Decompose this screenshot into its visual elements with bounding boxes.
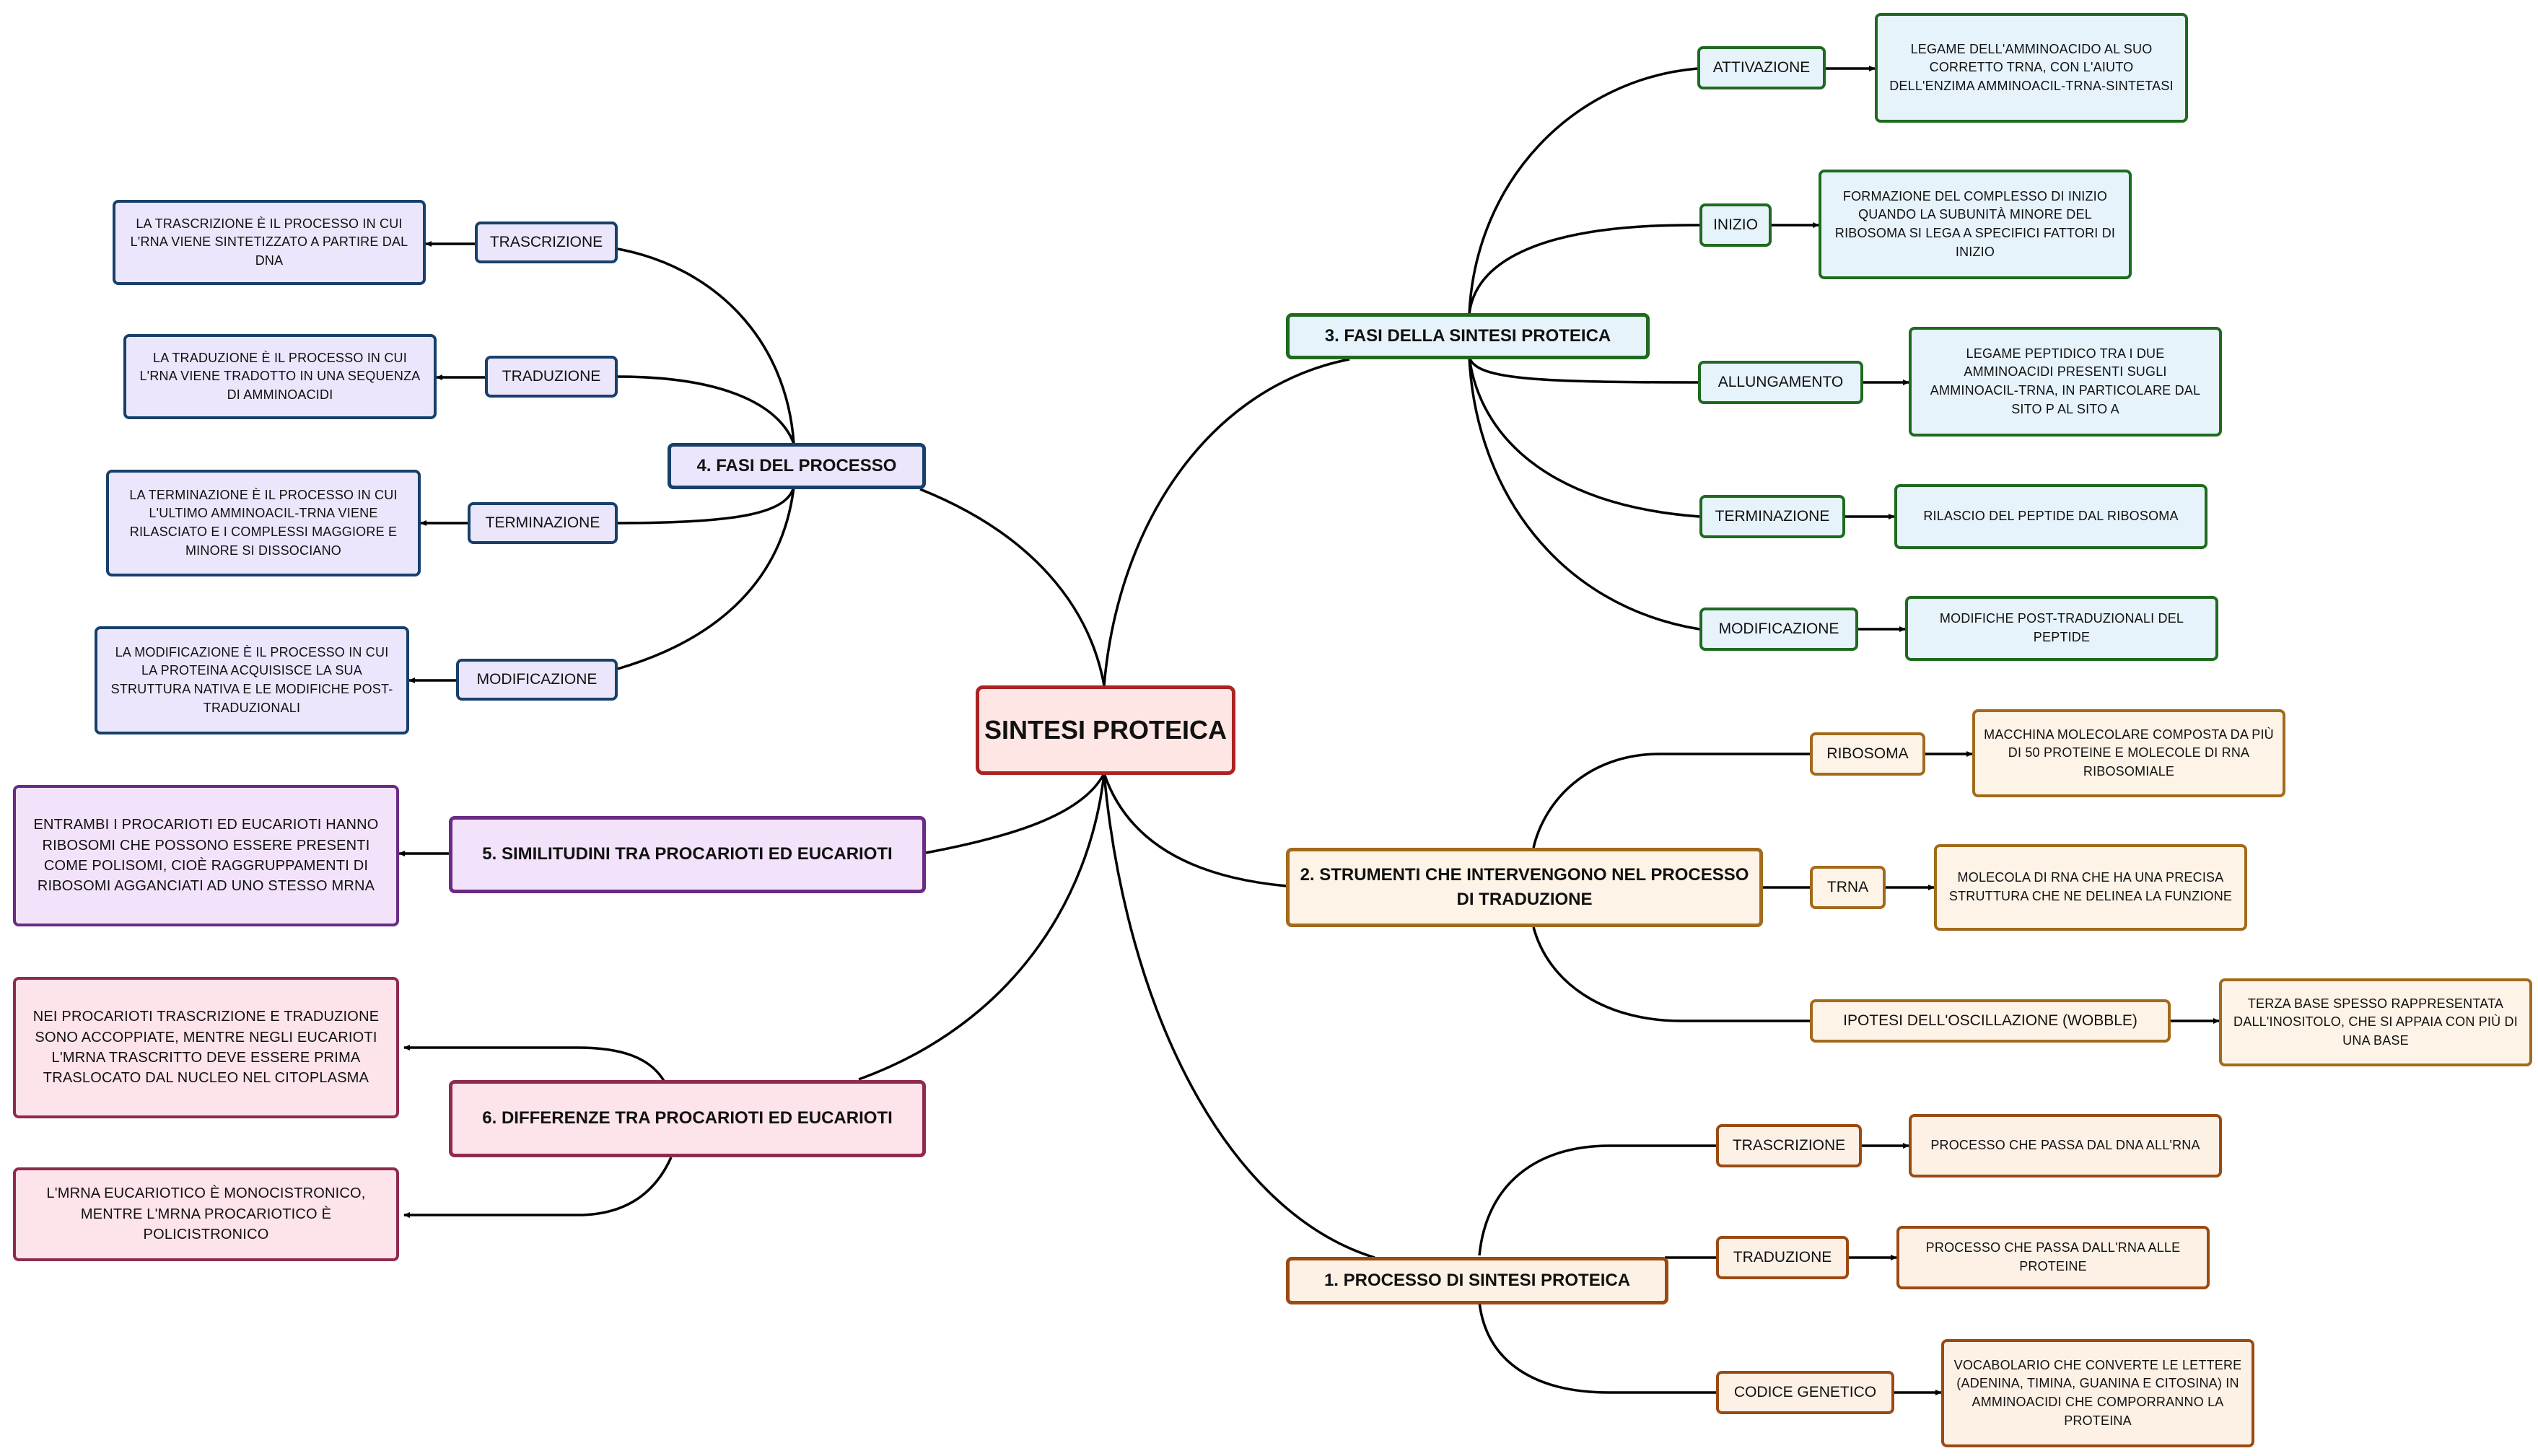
edge-center-fasi-sintesi (1103, 358, 1350, 686)
edge-st-ribosoma (1532, 753, 1810, 848)
fasi-processo-detail-terminazione[interactable]: LA TERMINAZIONE È IL PROCESSO IN CUI L'U… (106, 470, 421, 576)
fasi-sintesi-item-allungamento[interactable]: ALLUNGAMENTO (1698, 361, 1863, 404)
branch-fasi-sintesi[interactable]: 3. FASI DELLA SINTESI PROTEICA (1286, 313, 1650, 359)
branch-strumenti[interactable]: 2. STRUMENTI CHE INTERVENGONO NEL PROCES… (1286, 848, 1763, 927)
edge-center-similitudini (925, 773, 1106, 854)
fasi-sintesi-detail-terminazione[interactable]: RILASCIO DEL PEPTIDE DAL RIBOSOMA (1894, 484, 2207, 549)
strumenti-item-trna[interactable]: TRNA (1810, 866, 1886, 909)
edge-fs-allungamento (1468, 356, 1699, 384)
similitudini-detail[interactable]: ENTRAMBI I PROCARIOTI ED EUCARIOTI HANNO… (13, 785, 399, 926)
edge-center-processo (1103, 773, 1375, 1259)
branch-fasi-processo[interactable]: 4. FASI DEL PROCESSO (668, 443, 926, 489)
fasi-sintesi-detail-inizio[interactable]: FORMAZIONE DEL COMPLESSO DI INIZIO QUAND… (1819, 170, 2132, 279)
fasi-processo-detail-trascrizione[interactable]: LA TRASCRIZIONE È IL PROCESSO IN CUI L'R… (113, 200, 426, 285)
edge-fp-terminazione (617, 486, 795, 525)
edge-pr-trascrizione (1478, 1144, 1716, 1256)
fasi-processo-item-traduzione[interactable]: TRADUZIONE (485, 356, 618, 398)
branch-processo[interactable]: 1. PROCESSO DI SINTESI PROTEICA (1286, 1257, 1668, 1304)
processo-item-codice-genetico[interactable]: CODICE GENETICO (1716, 1371, 1894, 1414)
strumenti-detail-ribosoma[interactable]: MACCHINA MOLECOLARE COMPOSTA DA PIÙ DI 5… (1972, 709, 2285, 797)
fasi-processo-item-trascrizione[interactable]: TRASCRIZIONE (475, 222, 618, 263)
edge-fs-terminazione (1468, 356, 1700, 518)
strumenti-item-wobble[interactable]: IPOTESI DELL'OSCILLAZIONE (WOBBLE) (1810, 999, 2171, 1043)
differenze-detail-accoppiamento[interactable]: NEI PROCARIOTI TRASCRIZIONE E TRADUZIONE… (13, 977, 399, 1118)
strumenti-detail-wobble[interactable]: TERZA BASE SPESSO RAPPRESENTATA DALL'INO… (2219, 978, 2532, 1066)
processo-detail-codice-genetico[interactable]: VOCABOLARIO CHE CONVERTE LE LETTERE (ADE… (1941, 1339, 2254, 1447)
edge-fp-trascrizione (617, 247, 795, 444)
edge-diff-1 (403, 1045, 665, 1082)
fasi-sintesi-item-terminazione[interactable]: TERMINAZIONE (1699, 495, 1845, 538)
differenze-detail-cistronico[interactable]: L'MRNA EUCARIOTICO È MONOCISTRONICO, MEN… (13, 1167, 399, 1261)
processo-detail-trascrizione[interactable]: PROCESSO CHE PASSA DAL DNA ALL'RNA (1909, 1114, 2222, 1177)
fasi-sintesi-item-attivazione[interactable]: ATTIVAZIONE (1697, 46, 1826, 89)
edge-st-wobble (1532, 926, 1810, 1022)
edge-fs-attivazione (1468, 67, 1698, 315)
fasi-sintesi-detail-allungamento[interactable]: LEGAME PEPTIDICO TRA I DUE AMMINOACIDI P… (1909, 327, 2222, 437)
central-topic[interactable]: SINTESI PROTEICA (976, 685, 1235, 775)
edge-fp-traduzione (617, 375, 795, 444)
fasi-sintesi-detail-attivazione[interactable]: LEGAME DELL'AMMINOACIDO AL SUO CORRETTO … (1875, 13, 2188, 123)
fasi-processo-detail-modificazione[interactable]: LA MODIFICAZIONE È IL PROCESSO IN CUI LA… (95, 626, 409, 734)
processo-item-trascrizione[interactable]: TRASCRIZIONE (1716, 1124, 1862, 1167)
branch-differenze[interactable]: 6. DIFFERENZE TRA PROCARIOTI ED EUCARIOT… (449, 1080, 926, 1157)
strumenti-detail-trna[interactable]: MOLECOLA DI RNA CHE HA UNA PRECISA STRUT… (1934, 844, 2247, 931)
edge-diff-2 (403, 1157, 673, 1218)
edge-center-differenze (858, 773, 1106, 1081)
fasi-sintesi-item-inizio[interactable]: INIZIO (1699, 203, 1772, 247)
fasi-processo-item-terminazione[interactable]: TERMINAZIONE (468, 502, 618, 544)
fasi-sintesi-item-modificazione[interactable]: MODIFICAZIONE (1699, 608, 1858, 651)
edge-fp-modificazione (617, 486, 795, 670)
edge-center-fasi-processo (919, 488, 1106, 686)
edge-center-strumenti (1103, 773, 1287, 887)
strumenti-item-ribosoma[interactable]: RIBOSOMA (1810, 732, 1925, 776)
edge-fs-modificazione (1468, 356, 1700, 631)
branch-similitudini[interactable]: 5. SIMILITUDINI TRA PROCARIOTI ED EUCARI… (449, 816, 926, 893)
fasi-processo-detail-traduzione[interactable]: LA TRADUZIONE È IL PROCESSO IN CUI L'RNA… (123, 334, 437, 419)
processo-detail-traduzione[interactable]: PROCESSO CHE PASSA DALL'RNA ALLE PROTEIN… (1896, 1226, 2210, 1289)
edge-pr-codice (1478, 1302, 1716, 1394)
processo-item-traduzione[interactable]: TRADUZIONE (1716, 1236, 1849, 1279)
fasi-sintesi-detail-modificazione[interactable]: MODIFICHE POST-TRADUZIONALI DEL PEPTIDE (1905, 596, 2218, 661)
edge-fs-inizio (1468, 224, 1700, 315)
fasi-processo-item-modificazione[interactable]: MODIFICAZIONE (456, 659, 618, 701)
